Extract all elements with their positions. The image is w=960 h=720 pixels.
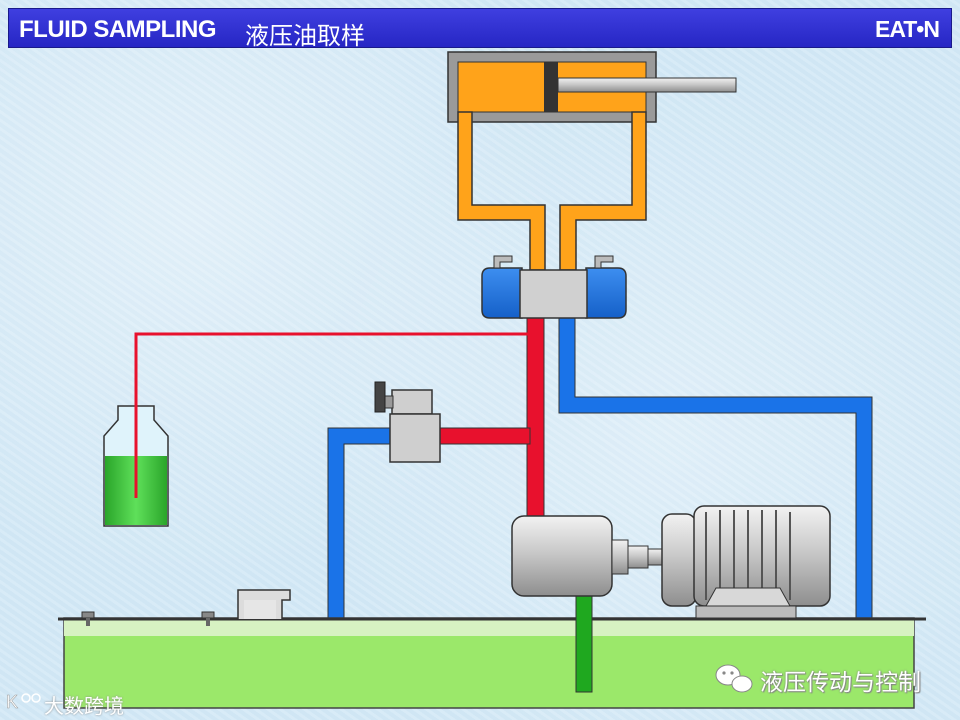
valve-connector-right	[594, 255, 614, 269]
k-logo-icon: K	[6, 692, 41, 712]
tank-fluid-surface	[64, 618, 914, 636]
wechat-account-watermark: 液压传动与控制	[760, 670, 921, 696]
hydraulic-pump	[511, 515, 629, 597]
valve-connector-left	[493, 255, 513, 269]
relief-valve-stem	[384, 395, 394, 409]
suction-line	[575, 595, 593, 693]
filler-neck	[244, 600, 276, 619]
pressure-line-to-sampling-valve	[439, 427, 531, 445]
wechat-icon	[715, 664, 753, 693]
cylinder-piston	[544, 62, 558, 112]
tank-bolt-right	[201, 611, 215, 626]
motor-cooling-fins	[705, 510, 791, 602]
pressure-line-main	[526, 317, 545, 521]
title-chinese: 液压油取样	[245, 22, 365, 50]
cylinder-line-b	[559, 111, 647, 271]
motor-end-cap	[661, 513, 697, 607]
valve-body	[519, 269, 588, 319]
eaton-logo: EAT•N	[875, 16, 940, 42]
reservoir-tank	[58, 589, 926, 709]
title-english: FLUID SAMPLING	[19, 16, 217, 43]
motor-base	[695, 605, 797, 619]
shaft-coupling	[627, 545, 665, 569]
svg-text:K: K	[6, 692, 18, 712]
relief-valve	[374, 381, 441, 463]
pump-body	[511, 515, 613, 597]
pump-shaft-housing	[611, 539, 629, 575]
piston-rod	[557, 77, 737, 93]
title-bar: FLUID SAMPLING 液压油取样 EAT•N	[8, 8, 952, 50]
pressure-lines	[439, 317, 545, 521]
tank-bolt-left	[81, 611, 95, 626]
sample-bottle	[103, 334, 169, 527]
hydraulic-cylinder	[447, 51, 737, 123]
motor-terminal-box	[705, 587, 791, 607]
valve-solenoid-left	[481, 267, 523, 319]
cylinder-line-a	[457, 111, 546, 271]
valve-solenoid-right	[585, 267, 627, 319]
relief-valve-knob	[374, 381, 386, 413]
relief-valve-adjuster	[391, 389, 433, 415]
cylinder-lines	[457, 111, 647, 271]
directional-valve	[481, 255, 627, 319]
coupling-hub	[627, 545, 649, 569]
corner-watermark: 大数跨境	[44, 694, 124, 718]
electric-motor	[661, 505, 831, 619]
relief-valve-body	[389, 413, 441, 463]
